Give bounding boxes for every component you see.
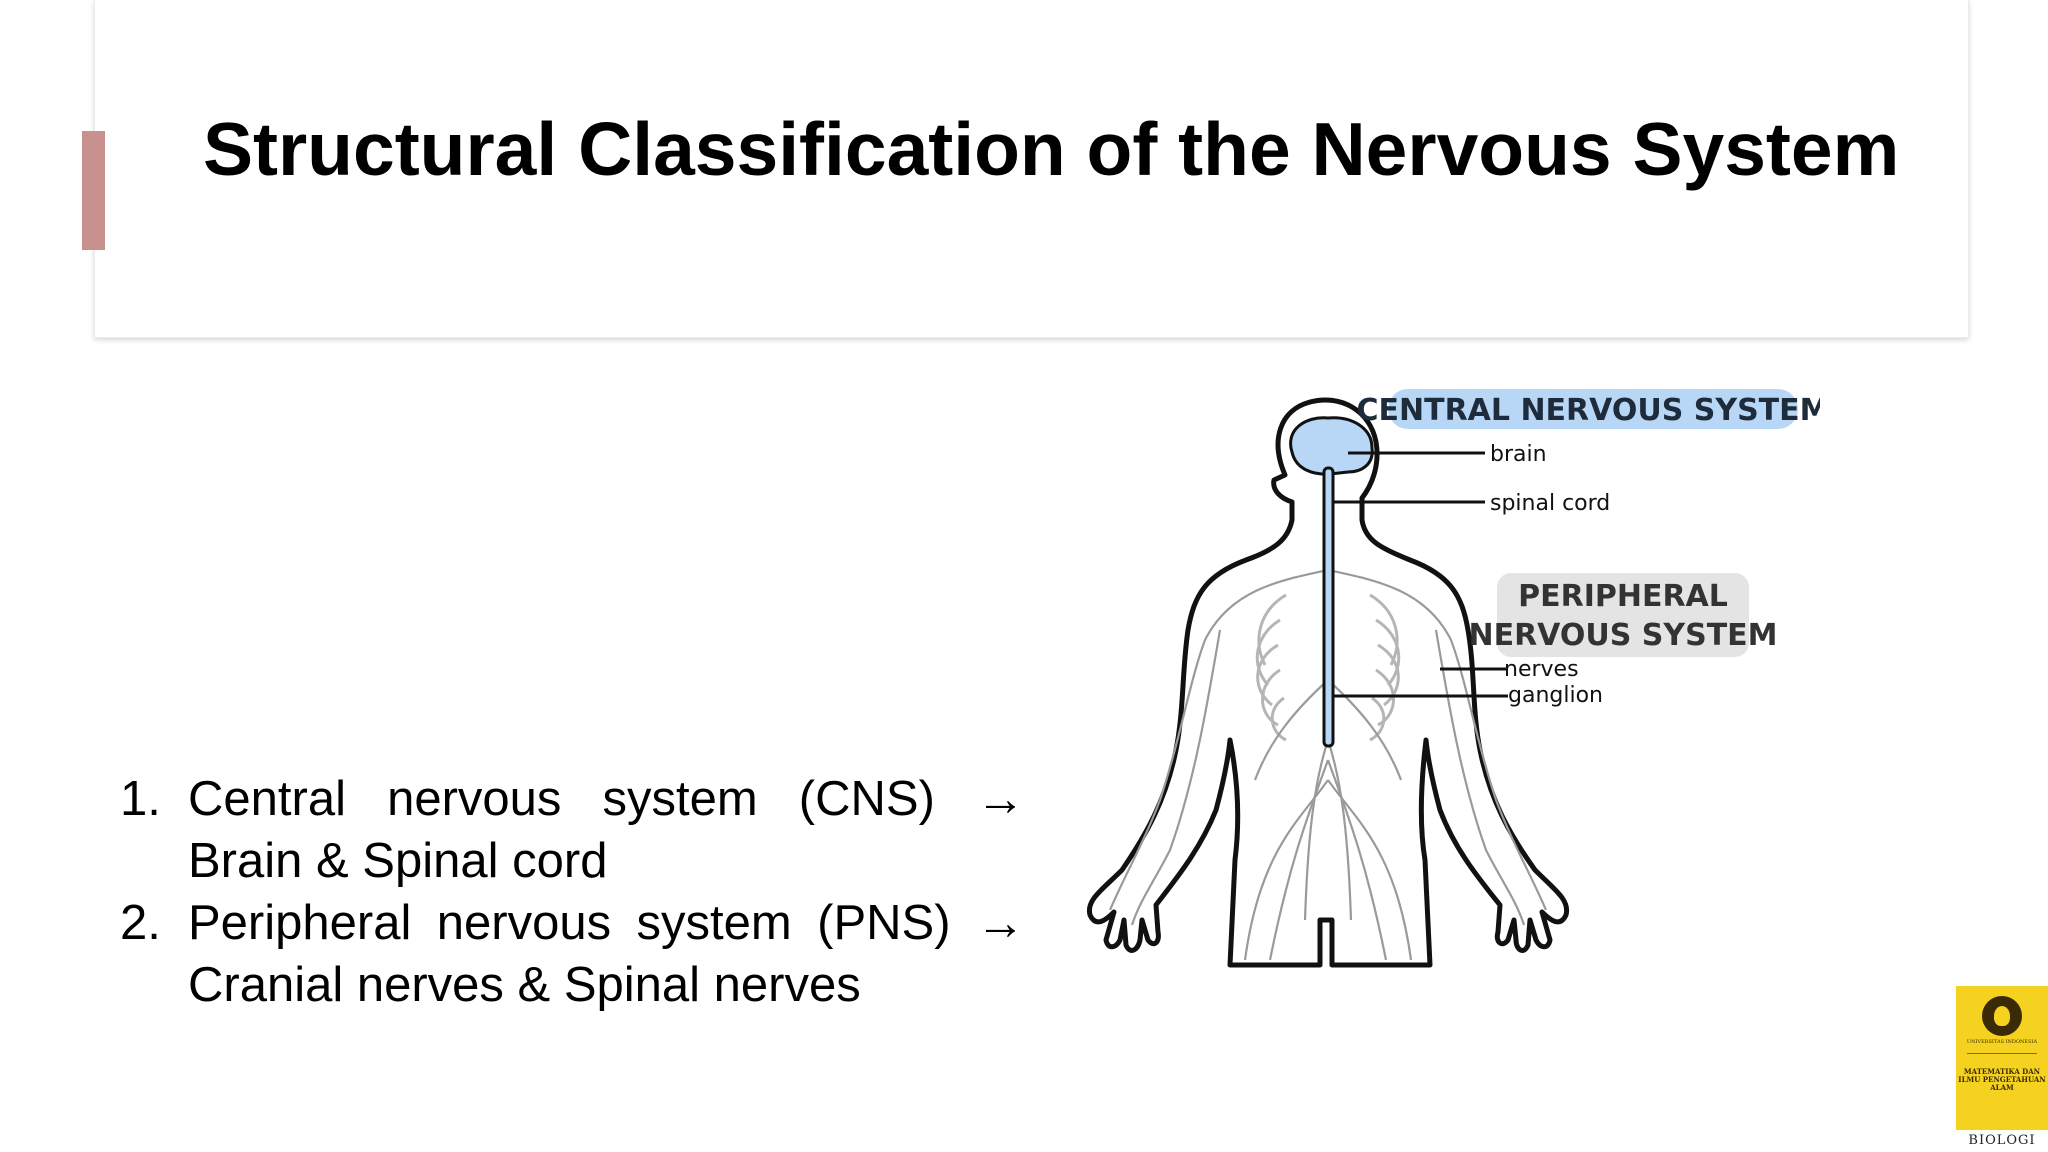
pns-label-pill bbox=[1497, 573, 1749, 657]
pns-label-line1: PERIPHERAL bbox=[1518, 579, 1728, 614]
peripheral-nerves bbox=[1108, 568, 1548, 961]
makara-crest-icon bbox=[1982, 996, 2022, 1036]
brain bbox=[1289, 416, 1374, 476]
logo-department-text: BIOLOGI bbox=[1956, 1130, 2048, 1152]
classification-list: 1. Central nervous system (CNS) → Brain … bbox=[120, 768, 1025, 1016]
logo-divider bbox=[1967, 1053, 2037, 1054]
cns-label-pill bbox=[1388, 389, 1798, 429]
logo-faculty-text: MATEMATIKA DAN ILMU PENGETAHUAN ALAM bbox=[1958, 1067, 2046, 1092]
title-card bbox=[94, 0, 1969, 338]
spinal-cord-label: spinal cord bbox=[1490, 491, 1610, 516]
pns-label-line2: NERVOUS SYSTEM bbox=[1468, 618, 1777, 653]
cns-label: CENTRAL NERVOUS SYSTEM bbox=[1356, 393, 1820, 428]
university-logo: UNIVERSITAS INDONESIA MATEMATIKA DAN ILM… bbox=[1956, 986, 2048, 1152]
ganglion-label: ganglion bbox=[1508, 683, 1603, 708]
list-item-text: Peripheral nervous system (PNS) → Crania… bbox=[188, 896, 1025, 1012]
title-accent-bar bbox=[82, 131, 105, 250]
list-number: 1. bbox=[120, 772, 161, 826]
brain-label: brain bbox=[1490, 442, 1547, 467]
list-number: 2. bbox=[120, 896, 161, 950]
leader-lines bbox=[1333, 451, 1508, 698]
list-item-cns: 1. Central nervous system (CNS) → Brain … bbox=[120, 768, 1025, 892]
nerves-label: nerves bbox=[1504, 657, 1579, 682]
spinal-cord bbox=[1322, 466, 1335, 748]
logo-university-text: UNIVERSITAS INDONESIA bbox=[1966, 1039, 2038, 1045]
list-item-pns: 2. Peripheral nervous system (PNS) → Cra… bbox=[120, 892, 1025, 1016]
list-item-text: Central nervous system (CNS) → Brain & S… bbox=[188, 772, 1025, 888]
slide-title: Structural Classification of the Nervous… bbox=[203, 107, 1900, 191]
ribcage bbox=[1255, 593, 1401, 742]
nervous-system-illustration: CENTRAL NERVOUS SYSTEM brain spinal cord… bbox=[1086, 389, 1820, 968]
